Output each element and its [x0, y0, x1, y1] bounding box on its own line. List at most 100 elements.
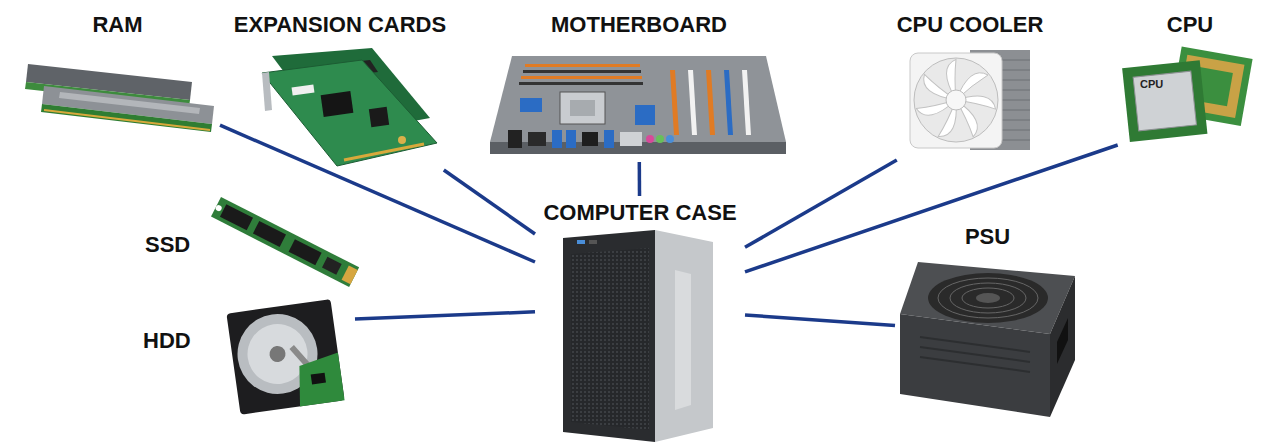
- illustration-part: [635, 105, 655, 125]
- illustration-part: [560, 92, 605, 124]
- illustration-part: [322, 257, 342, 275]
- hdd-picture: [226, 299, 344, 415]
- component-node: CPU: [1115, 10, 1265, 145]
- illustration-part: [946, 90, 966, 110]
- illustration-part: [289, 239, 322, 265]
- connector-line: [355, 312, 535, 319]
- part-label: EXPANSION CARDS: [234, 12, 446, 38]
- part-label: HDD: [143, 328, 191, 354]
- part-label: CPU COOLER: [897, 12, 1044, 38]
- component-node: COMPUTER CASE: [535, 196, 745, 444]
- illustration-part: [41, 104, 212, 132]
- illustration-part: [566, 130, 576, 148]
- illustration-part: [369, 107, 389, 127]
- illustration-part: [215, 204, 223, 212]
- part-label: PSU: [965, 224, 1010, 250]
- illustration-part: [670, 70, 679, 135]
- illustration-part: [262, 72, 272, 111]
- illustration-part: [962, 288, 1014, 308]
- illustration-part: [589, 240, 597, 244]
- component-node: MOTHERBOARD: [488, 10, 790, 162]
- cpu-cooler-picture: [910, 50, 1030, 150]
- illustration-part: [571, 248, 649, 430]
- illustration-part: [742, 70, 751, 135]
- illustration-part: [646, 135, 654, 143]
- connector-line: [745, 315, 895, 326]
- illustration-part: [262, 60, 437, 166]
- illustration-part: [519, 82, 643, 85]
- illustration-part: [577, 240, 585, 244]
- illustration-part: [321, 91, 354, 117]
- illustration-part: [656, 135, 664, 143]
- illustration-part: [1050, 276, 1075, 417]
- illustration-part: [724, 70, 733, 135]
- computer-case-picture: [563, 230, 713, 442]
- illustration-part: [253, 221, 286, 247]
- illustration-part: [528, 132, 546, 146]
- illustration-part: [976, 293, 1000, 303]
- illustration-part: [1133, 71, 1196, 131]
- connector-line: [220, 125, 535, 262]
- part-label: MOTHERBOARD: [551, 12, 727, 38]
- psu-picture: [900, 262, 1075, 417]
- expansion-cards-picture: [262, 48, 437, 166]
- illustration-part: [525, 64, 640, 67]
- illustration-part: [211, 197, 359, 287]
- illustration-part: [910, 53, 1002, 148]
- component-node: HDD: [143, 298, 355, 420]
- illustration-part: [1122, 60, 1207, 142]
- illustration-part: [268, 345, 286, 363]
- illustration-part: [490, 56, 786, 142]
- illustration-part: [292, 85, 315, 96]
- cpu-picture: [1122, 47, 1252, 142]
- illustration-part: [220, 204, 253, 230]
- illustration-part: [706, 70, 715, 135]
- component-node: PSU: [895, 222, 1080, 422]
- illustration-part: [914, 58, 998, 142]
- motherboard-picture: [490, 56, 786, 154]
- part-label: CPU: [1167, 12, 1213, 38]
- illustration-part: [311, 373, 326, 385]
- component-node: CPU COOLER: [892, 10, 1049, 160]
- ram-picture: [25, 64, 214, 132]
- illustration-part: [508, 130, 522, 148]
- illustration-part: [521, 76, 642, 79]
- illustration-part: [342, 266, 358, 285]
- illustration-part: [552, 130, 562, 148]
- illustration-part: [570, 100, 595, 116]
- illustration-part: [900, 314, 1050, 417]
- illustration-part: [928, 273, 1048, 323]
- illustration-part: [520, 98, 542, 112]
- illustration-part: [1122, 60, 1207, 142]
- illustration-part: [1057, 318, 1068, 364]
- illustration-part: [938, 278, 1038, 318]
- illustration-part: [920, 357, 1030, 372]
- illustration-part: [655, 230, 713, 442]
- illustration-part: [582, 132, 598, 146]
- illustration-part: [344, 144, 424, 160]
- component-node: EXPANSION CARDS: [224, 10, 456, 170]
- part-label: COMPUTER CASE: [543, 200, 736, 226]
- illustration-part: [211, 197, 359, 287]
- component-node: SSD: [145, 195, 370, 290]
- part-label: SSD: [145, 232, 190, 258]
- illustration-part: [666, 135, 674, 143]
- connector-line: [638, 162, 642, 196]
- illustration-part: [44, 110, 210, 130]
- illustration-part: [226, 299, 344, 415]
- chip-marking: CPU: [1140, 78, 1163, 90]
- illustration-part: [293, 353, 344, 407]
- component-node: RAM: [15, 10, 220, 135]
- ssd-picture: [211, 197, 359, 287]
- part-label: RAM: [92, 12, 142, 38]
- illustration-part: [604, 130, 614, 148]
- illustration-part: [398, 136, 406, 144]
- illustration-part: [688, 70, 697, 135]
- illustration-part: [675, 270, 691, 410]
- illustration-part: [563, 230, 655, 442]
- connector-line: [745, 160, 897, 247]
- connector-line: [444, 170, 535, 234]
- connector-line: [745, 145, 1118, 272]
- illustration-part: [523, 70, 641, 73]
